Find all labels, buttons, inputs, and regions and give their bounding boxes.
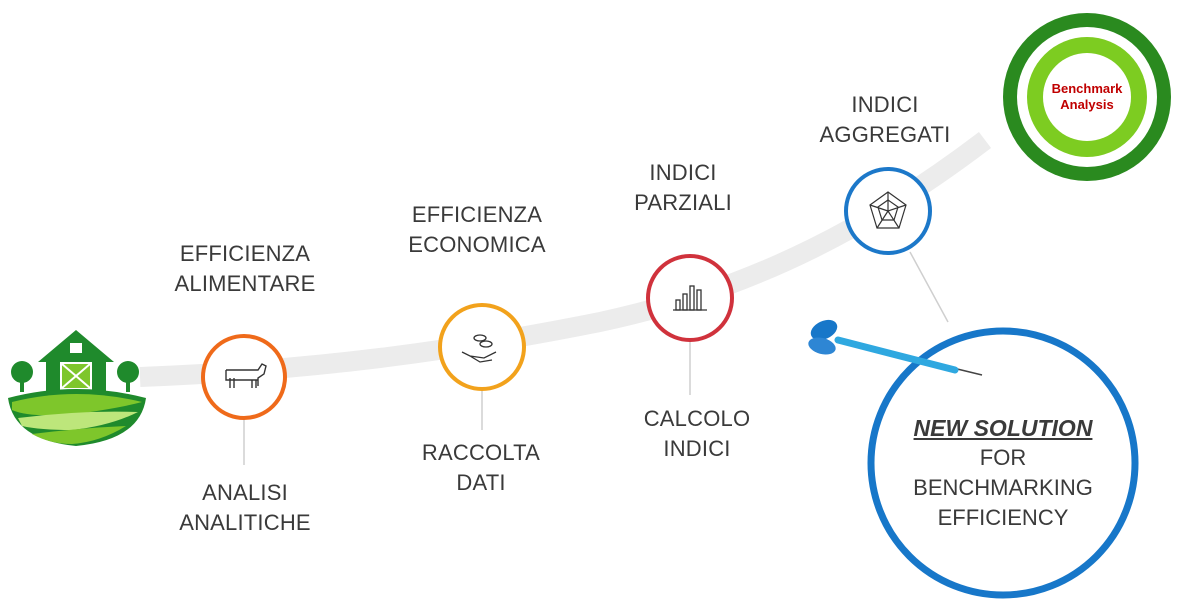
step-2-title: EFFICIENZA ECONOMICA	[408, 202, 546, 257]
solution-line-3: BENCHMARKING	[913, 475, 1093, 500]
connector-step-4	[909, 251, 949, 323]
solution-line-4: EFFICIENCY	[937, 505, 1069, 530]
bar-chart-icon	[673, 285, 707, 311]
step-1-node	[201, 334, 287, 420]
step-4-node	[844, 167, 932, 255]
radar-chart-icon	[869, 191, 907, 229]
dart-icon	[808, 319, 983, 376]
benchmark-target	[1003, 13, 1171, 181]
coins-hand-icon	[461, 334, 497, 363]
solution-line-2: FOR	[979, 445, 1027, 470]
step-3-title: INDICI PARZIALI	[634, 160, 732, 215]
solution-text: NEW SOLUTION FOR BENCHMARKING EFFICIENCY	[893, 413, 1113, 533]
solution-ring	[867, 327, 1139, 599]
step-3-subtitle: CALCOLO INDICI	[643, 406, 751, 461]
step-4-title: INDICI AGGREGATI	[819, 92, 951, 147]
step-3-node	[646, 254, 734, 342]
step-2-node	[438, 303, 526, 391]
step-1-subtitle: ANALISI ANALITICHE	[179, 480, 311, 535]
step-2-subtitle: RACCOLTA DATI	[421, 440, 541, 495]
step-1-title: EFFICIENZA ALIMENTARE	[174, 241, 316, 296]
benchmark-label: Benchmark Analysis	[1051, 81, 1123, 112]
farm-icon	[8, 330, 146, 446]
cow-icon	[225, 363, 267, 388]
solution-highlight: NEW SOLUTION	[913, 415, 1093, 441]
